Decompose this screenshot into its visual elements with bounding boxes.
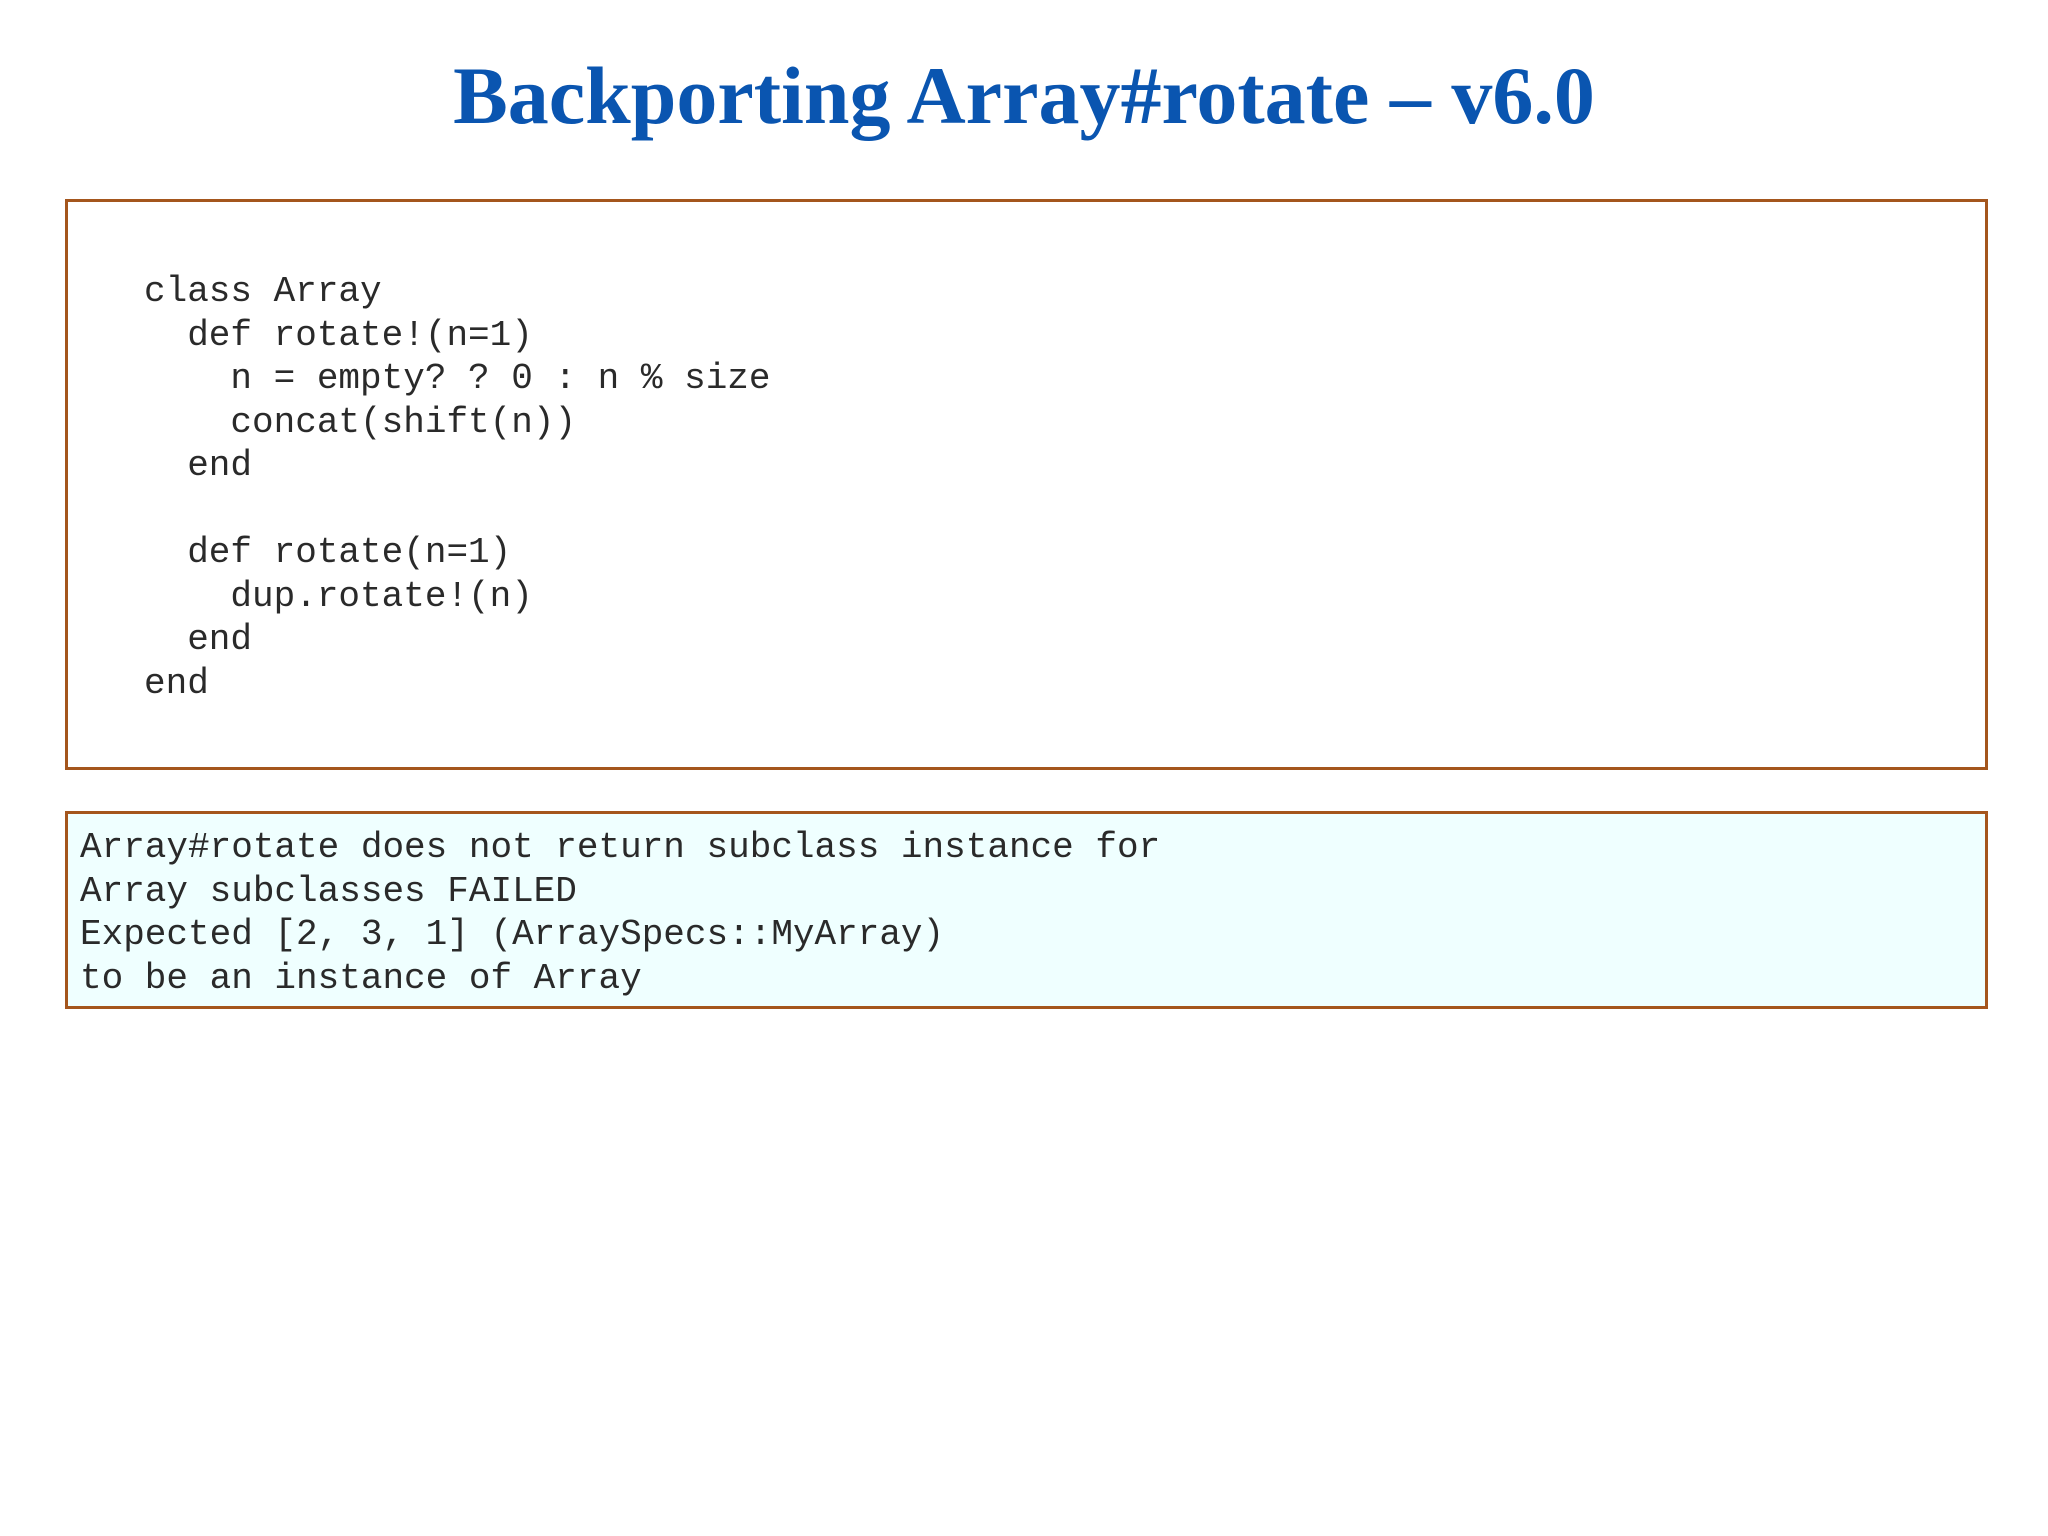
code-line: end [144, 662, 209, 704]
code-line: def rotate(n=1) [144, 532, 512, 573]
code-line: dup.rotate!(n) [144, 575, 533, 617]
code-line: end [144, 619, 253, 660]
code-line: class Array [144, 271, 382, 312]
test-output-line: Expected [2, 3, 1] (ArraySpecs::MyArray) [80, 914, 945, 955]
test-output-line: Array subclasses FAILED [80, 870, 577, 912]
code-lines: class Array def rotate!(n=1) n = empty? … [144, 270, 771, 705]
code-line: n = empty? ? 0 : n % size [144, 358, 771, 399]
test-output-block: Array#rotate does not return subclass in… [65, 811, 1988, 1009]
test-output-line: to be an instance of Array [80, 957, 642, 999]
code-line-blank [144, 488, 771, 532]
slide-title: Backporting Array#rotate – v6.0 [453, 50, 1595, 141]
test-output-line: Array#rotate does not return subclass in… [80, 827, 1161, 868]
code-line: def rotate!(n=1) [144, 314, 533, 356]
code-line: end [144, 445, 253, 486]
code-line: concat(shift(n)) [144, 401, 577, 443]
test-output-lines: Array#rotate does not return subclass in… [80, 826, 1160, 1000]
code-block: class Array def rotate!(n=1) n = empty? … [65, 199, 1988, 770]
